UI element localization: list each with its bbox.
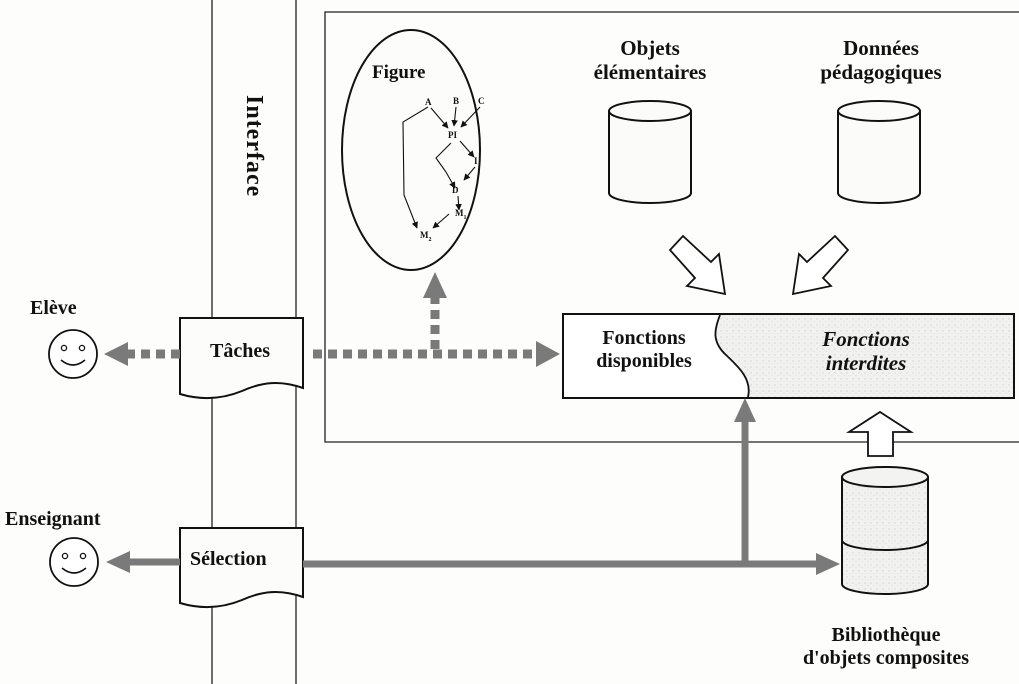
donnees-line2: pédagogiques [820, 60, 942, 85]
fonctions-interdites-line2: interdites [825, 351, 907, 376]
selection-to-bibliotheque-arrow [303, 553, 840, 575]
figure-node-a: A [425, 97, 432, 107]
figure-node-c: C [478, 96, 485, 106]
system-frame [324, 11, 1019, 443]
eleve-label: Elève [30, 297, 77, 319]
bibliotheque-up-arrow [845, 410, 915, 457]
donnees-line1: Données [843, 36, 919, 60]
taches-to-figure-arrow [423, 272, 447, 349]
figure-node-m1: M1 [455, 208, 467, 221]
eleve-smiley-icon [48, 329, 98, 379]
selection-document-shape [179, 527, 304, 609]
fonctions-disponibles-line2: disponibles [596, 350, 692, 372]
fonctions-interdites-line1: Fonctions [822, 327, 910, 351]
donnees-to-fonctions-arrow [791, 234, 850, 296]
fonctions-interdites-label: Fonctions interdites [796, 327, 936, 375]
fonctions-disponibles-line1: Fonctions [602, 327, 686, 349]
figure-node-pi: PI [448, 130, 457, 140]
figure-node-m2: M2 [420, 230, 432, 243]
objets-to-fonctions-arrow [668, 234, 727, 296]
fonctions-disponibles-label: Fonctions disponibles [578, 327, 710, 373]
objets-elementaires-db-icon [608, 100, 692, 204]
selection-label: Sélection [190, 548, 267, 570]
donnees-pedagogiques-db-icon [837, 100, 921, 204]
enseignant-label: Enseignant [5, 508, 101, 530]
figure-label: Figure [372, 62, 426, 83]
bibliotheque-db-icon [841, 466, 929, 595]
figure-node-d: D [452, 185, 459, 195]
donnees-pedagogiques-label: Données pédagogiques [810, 36, 952, 84]
taches-label: Tâches [210, 340, 270, 362]
figure-node-b: B [453, 96, 460, 106]
fonctions-box [562, 313, 1015, 399]
objets-elementaires-label: Objets élémentaires [588, 36, 712, 84]
figure-graph [402, 106, 481, 229]
selection-to-enseignant-arrow [106, 551, 180, 573]
objets-line1: Objets [620, 36, 680, 60]
bibliotheque-label: Bibliothèque d'objets composites [770, 624, 1002, 670]
taches-document-shape [179, 317, 304, 400]
bibliotheque-line1: Bibliothèque [831, 624, 941, 646]
objets-line2: élémentaires [593, 60, 707, 85]
figure-ellipse [341, 29, 481, 271]
taches-to-fonctions-arrow [313, 341, 560, 367]
selection-to-fonctions-arrow [734, 398, 756, 564]
taches-to-eleve-arrow [104, 342, 180, 366]
enseignant-smiley-icon [49, 537, 99, 587]
figure-node-i: I [474, 156, 478, 166]
bibliotheque-line2: d'objets composites [802, 647, 970, 669]
interface-label: Interface [241, 95, 267, 198]
